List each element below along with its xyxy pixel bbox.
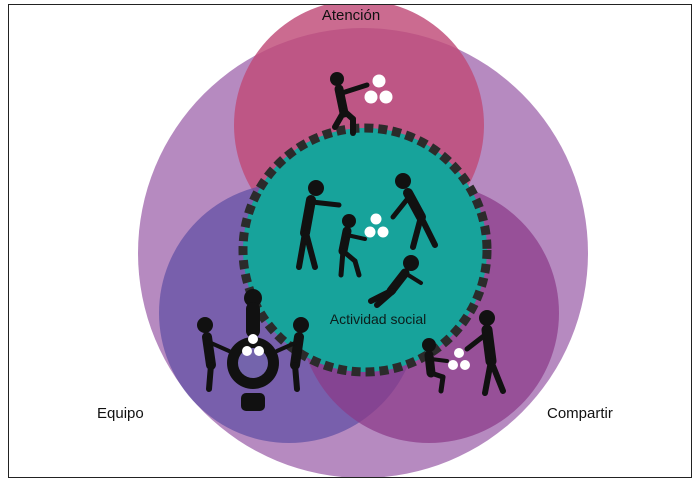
venn-diagram — [138, 5, 588, 477]
label-compartir: Compartir — [547, 405, 613, 422]
tokens-icon — [242, 334, 264, 356]
label-atencion: Atención — [321, 7, 381, 24]
tokens-icon — [364, 213, 389, 238]
tokens-icon — [448, 348, 470, 370]
dashed-ring — [238, 123, 492, 377]
tokens-icon — [364, 74, 393, 104]
diagram-frame: Atención Equipo Compartir Actividad soci… — [8, 4, 692, 478]
center-circle — [243, 128, 487, 372]
label-equipo: Equipo — [97, 405, 144, 422]
label-actividad-social: Actividad social — [329, 311, 427, 327]
sharing-icon — [422, 310, 506, 396]
group-activity-icon — [296, 173, 438, 308]
person-reaching-icon — [330, 72, 370, 136]
